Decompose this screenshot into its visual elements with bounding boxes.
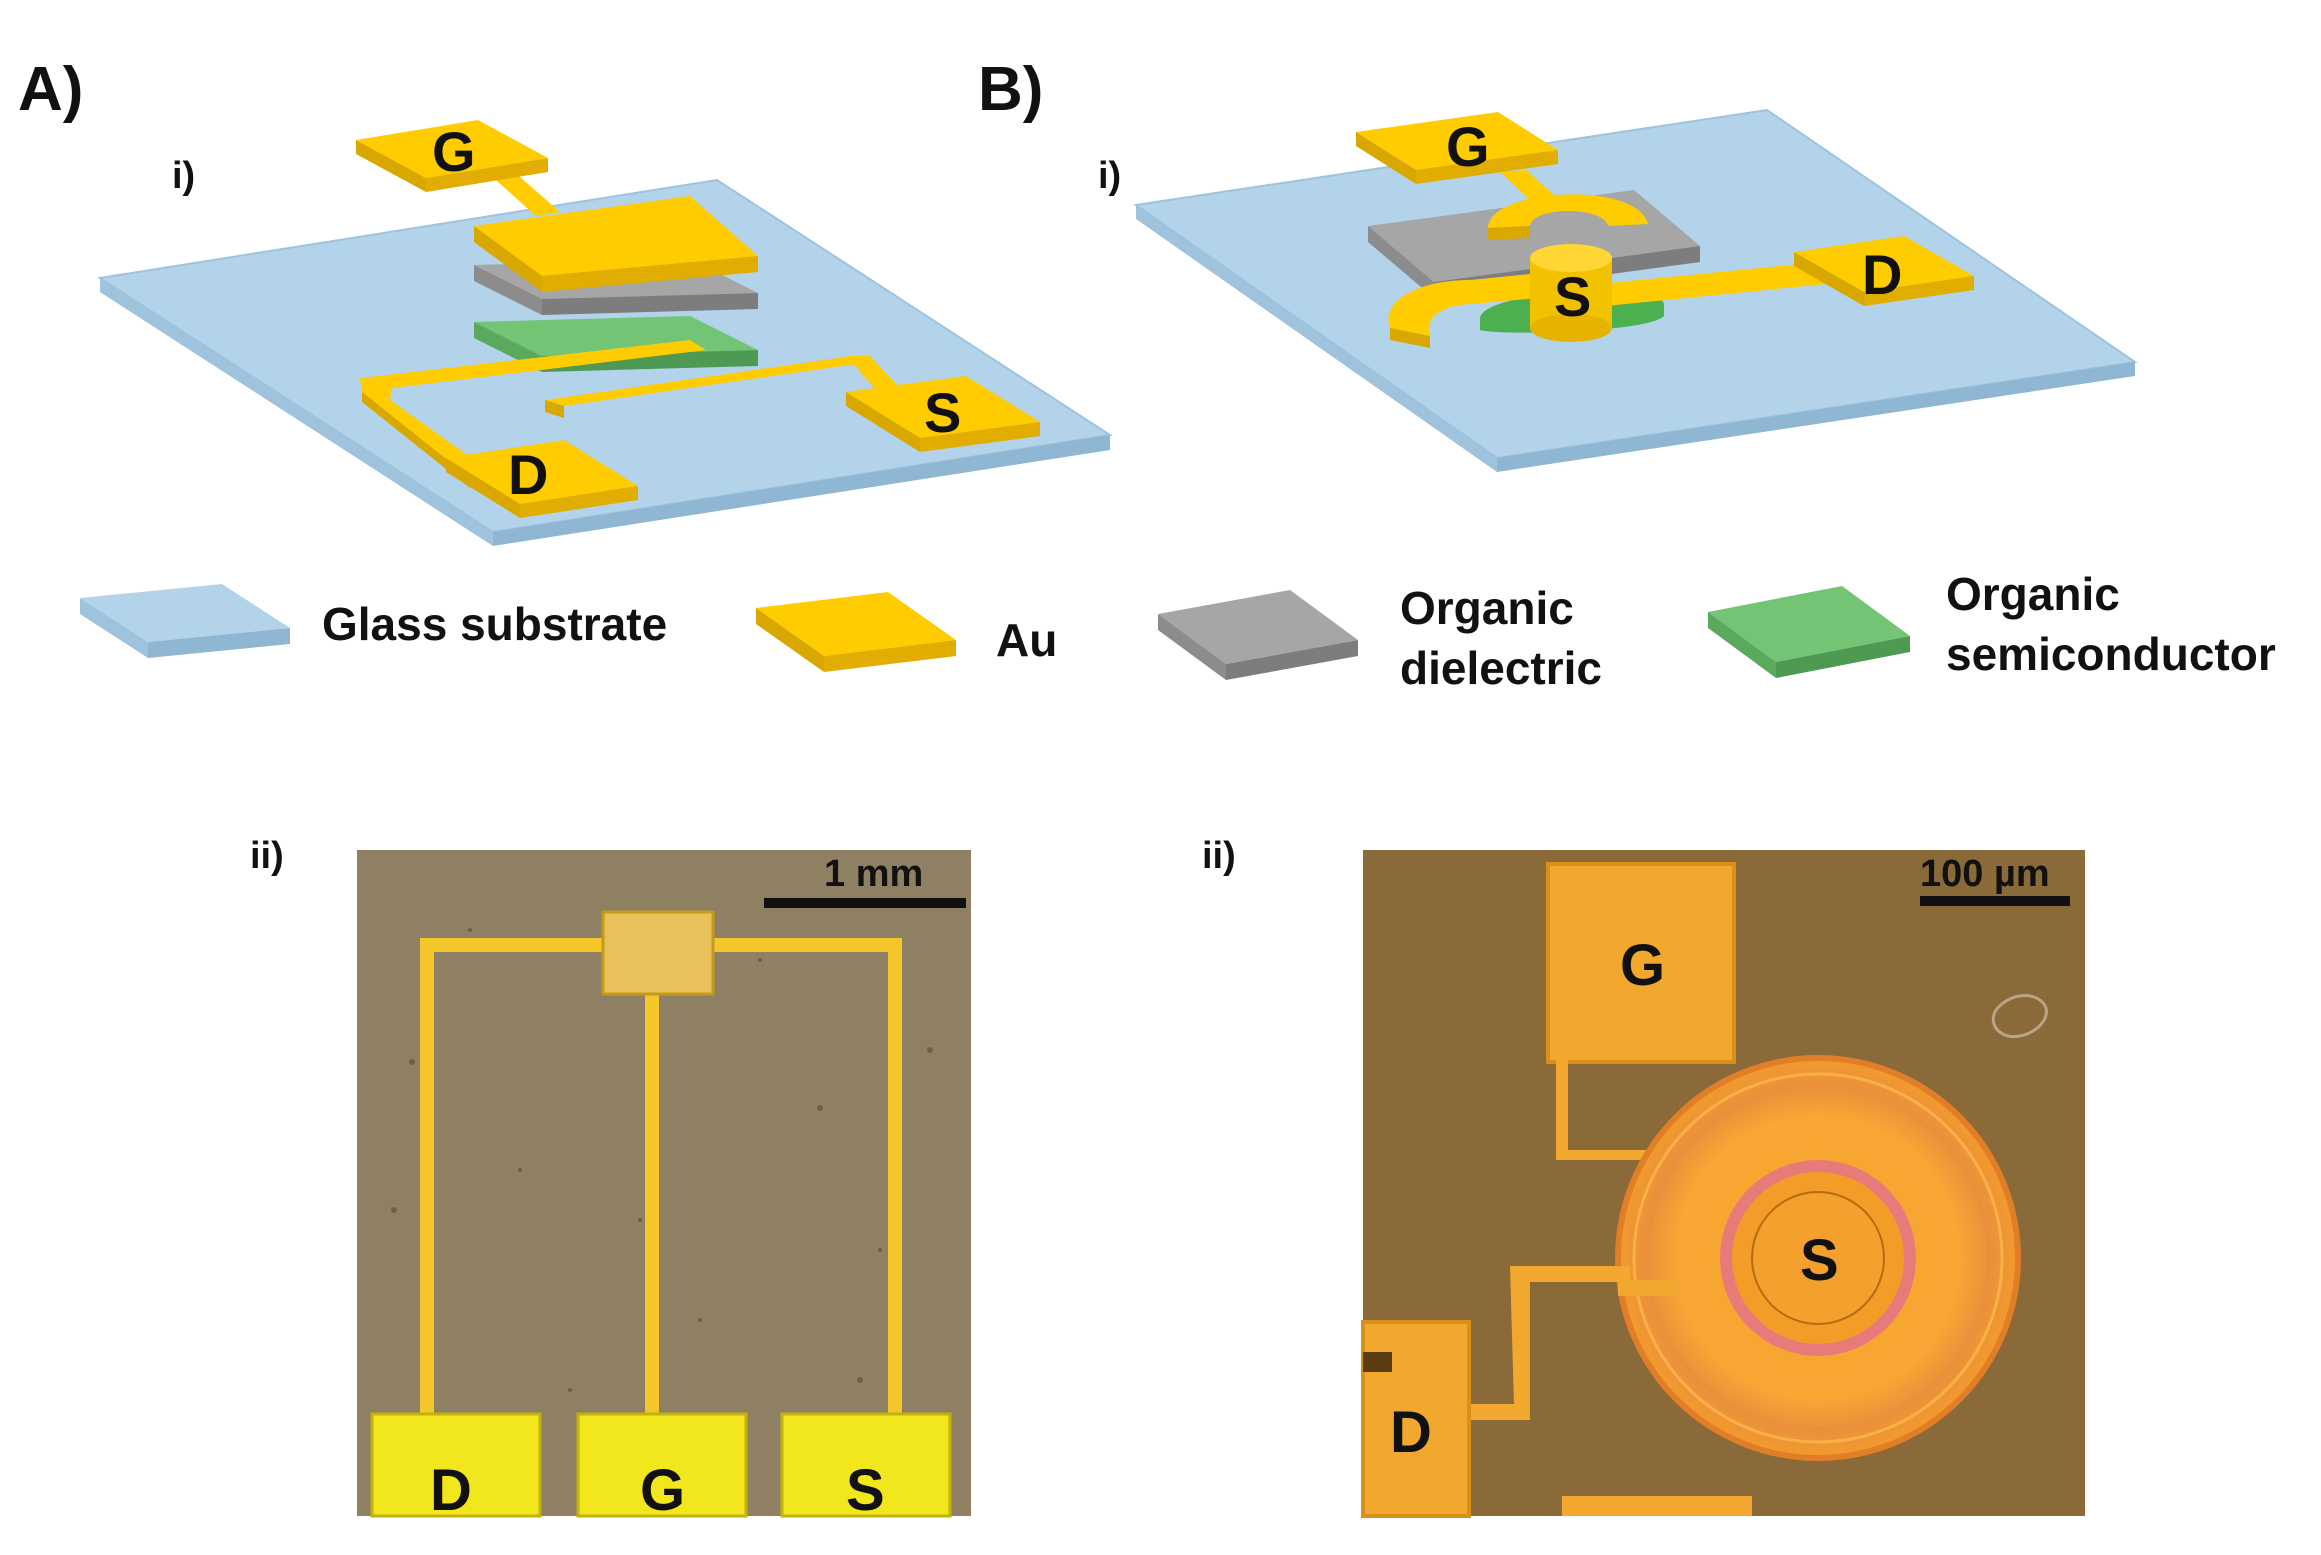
- micrograph-b-bottom-pad: [1562, 1496, 1752, 1516]
- panel-b-schematic: G S D: [1133, 108, 2138, 472]
- panel-a-schematic: G D S: [97, 120, 1113, 546]
- gate-pad-b-label: G: [1446, 115, 1490, 178]
- micrograph-b-drain-notch: [1363, 1352, 1392, 1372]
- micrograph-b-ring-line-1: [1632, 1072, 2004, 1444]
- drain-line-b: [1600, 262, 1826, 306]
- micrograph-a-pad-s: S: [846, 1458, 885, 1523]
- micrograph-a-pads: [370, 1412, 952, 1518]
- drain-line: [360, 340, 706, 478]
- source-pad-label: S: [924, 381, 961, 444]
- gate-ring-b-edge: [1488, 226, 1530, 240]
- legend-item-semiconductor: Organic semiconductor: [1708, 568, 2276, 680]
- micrograph-a-scale-bar: [764, 898, 966, 908]
- micrograph-b-source-label: S: [1800, 1228, 1839, 1293]
- micrograph-b-ring-line-2: [1647, 1087, 1989, 1429]
- micrograph-a-pad-g: G: [640, 1458, 685, 1523]
- gate-plate: [474, 196, 758, 292]
- glass-substrate-side: [100, 278, 493, 546]
- micrograph-b-source-disk: [1751, 1191, 1885, 1325]
- gate-line-b: [1500, 170, 1560, 204]
- micrograph-b-scale-bar: [1920, 896, 2070, 906]
- legend-label-au: Au: [996, 614, 1057, 666]
- panel-b-label: B): [978, 55, 1043, 124]
- micrograph-b-drain-trace: [1470, 1266, 1676, 1420]
- source-pad: [846, 376, 1040, 452]
- panel-a-label: A): [18, 55, 83, 124]
- legend-item-glass: Glass substrate: [80, 584, 667, 658]
- source-stub: [846, 356, 900, 390]
- source-line: [545, 356, 870, 406]
- drain-pad-b-label: D: [1862, 243, 1902, 306]
- gate-pad-label: G: [432, 120, 476, 183]
- glass-substrate-b-side: [1136, 205, 1497, 472]
- micrograph-b-gate-label: G: [1620, 933, 1665, 998]
- legend-item-dielectric: Organic dielectric: [1158, 582, 1602, 694]
- micrograph-b-gate-pad: [1546, 862, 1736, 1064]
- legend-label-dielectric-1: Organic: [1400, 582, 1574, 634]
- legend: Glass substrate Au Organic dielectric Or…: [80, 568, 2276, 694]
- panel-a-ii-label: ii): [250, 835, 284, 877]
- micrograph-a-pad-d: D: [430, 1458, 472, 1523]
- drain-line-edge: [362, 392, 470, 488]
- legend-label-semiconductor-1: Organic: [1946, 568, 2120, 620]
- micrograph-b-scale-label: 100 µm: [1920, 853, 2050, 895]
- micrograph-b-debris: [1991, 994, 2048, 1039]
- gate-pad: [356, 120, 548, 192]
- legend-label-dielectric-2: dielectric: [1400, 642, 1602, 694]
- drain-bottom-edge: [1390, 328, 1430, 348]
- drain-pad-label: D: [508, 443, 548, 506]
- drain-arc-b: [1388, 280, 1470, 336]
- drain-pad: [446, 440, 638, 518]
- drain-pad-b: [1794, 236, 1974, 306]
- micrograph-b: G S D 100 µm: [1361, 850, 2085, 1518]
- micrograph-a-speckles: [391, 928, 933, 1392]
- glass-substrate-b-edge: [1497, 362, 2135, 472]
- glass-substrate-edge: [493, 435, 1110, 546]
- source-line-edge: [545, 400, 564, 418]
- source-pillar-b: [1530, 244, 1612, 342]
- panel-b-i-label: i): [1098, 155, 1121, 197]
- legend-label-semiconductor-2: semiconductor: [1946, 628, 2276, 680]
- panel-b-ii-label: ii): [1202, 835, 1236, 877]
- source-pillar-b-label: S: [1554, 265, 1591, 328]
- legend-label-glass: Glass substrate: [322, 598, 667, 650]
- gate-ring-b: [1488, 194, 1648, 228]
- legend-item-au: Au: [756, 592, 1057, 672]
- gate-line: [488, 170, 560, 216]
- micrograph-a-scale-label: 1 mm: [824, 853, 923, 895]
- gate-pad-b: [1356, 112, 1558, 184]
- micrograph-b-drain-label: D: [1390, 1400, 1432, 1465]
- micrograph-a-traces: [420, 910, 902, 1418]
- panel-a-i-label: i): [172, 155, 195, 197]
- micrograph-a: D G S 1 mm: [357, 850, 971, 1523]
